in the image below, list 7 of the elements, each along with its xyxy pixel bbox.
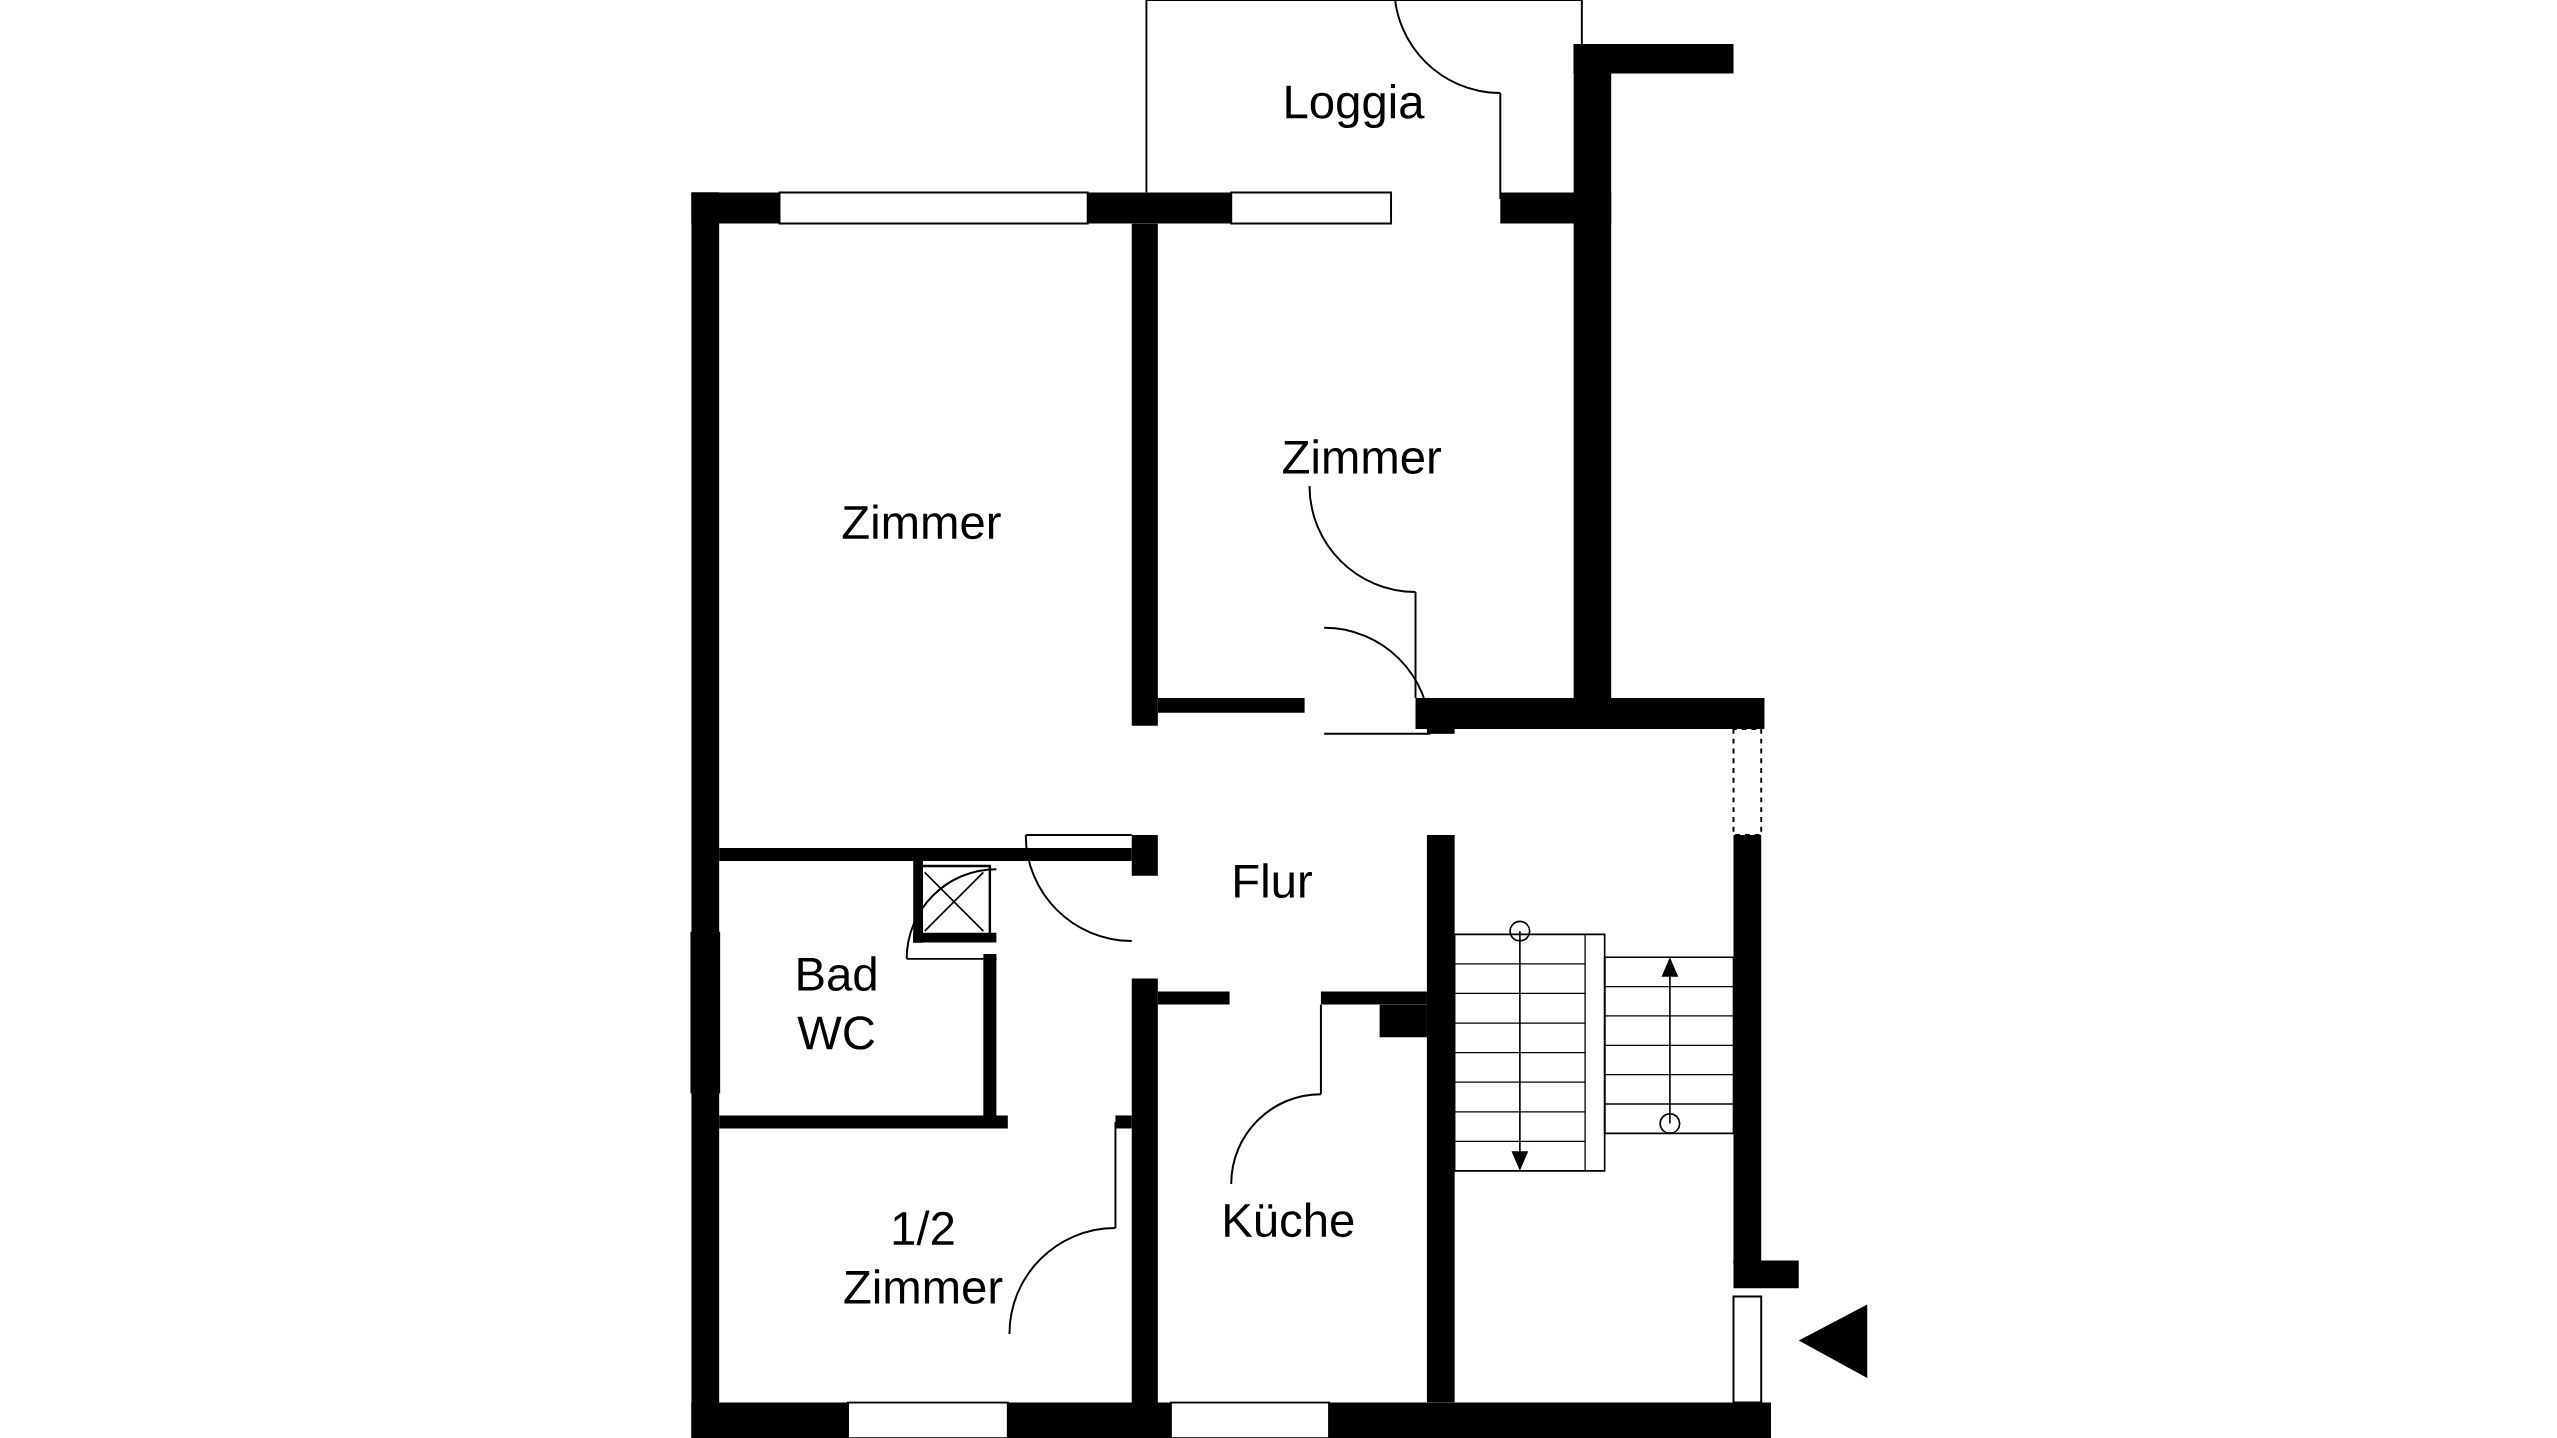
- room-label: Bad WC: [797, 956, 876, 1050]
- room-label: 1/2 Zimmer: [844, 1210, 1003, 1304]
- room-label: Flur: [1235, 863, 1312, 898]
- room-label: Zimmer: [842, 504, 1001, 540]
- room-label: Loggia: [1286, 83, 1425, 128]
- room-label: Küche: [1225, 1202, 1354, 1237]
- room-label: Zimmer: [1283, 439, 1441, 474]
